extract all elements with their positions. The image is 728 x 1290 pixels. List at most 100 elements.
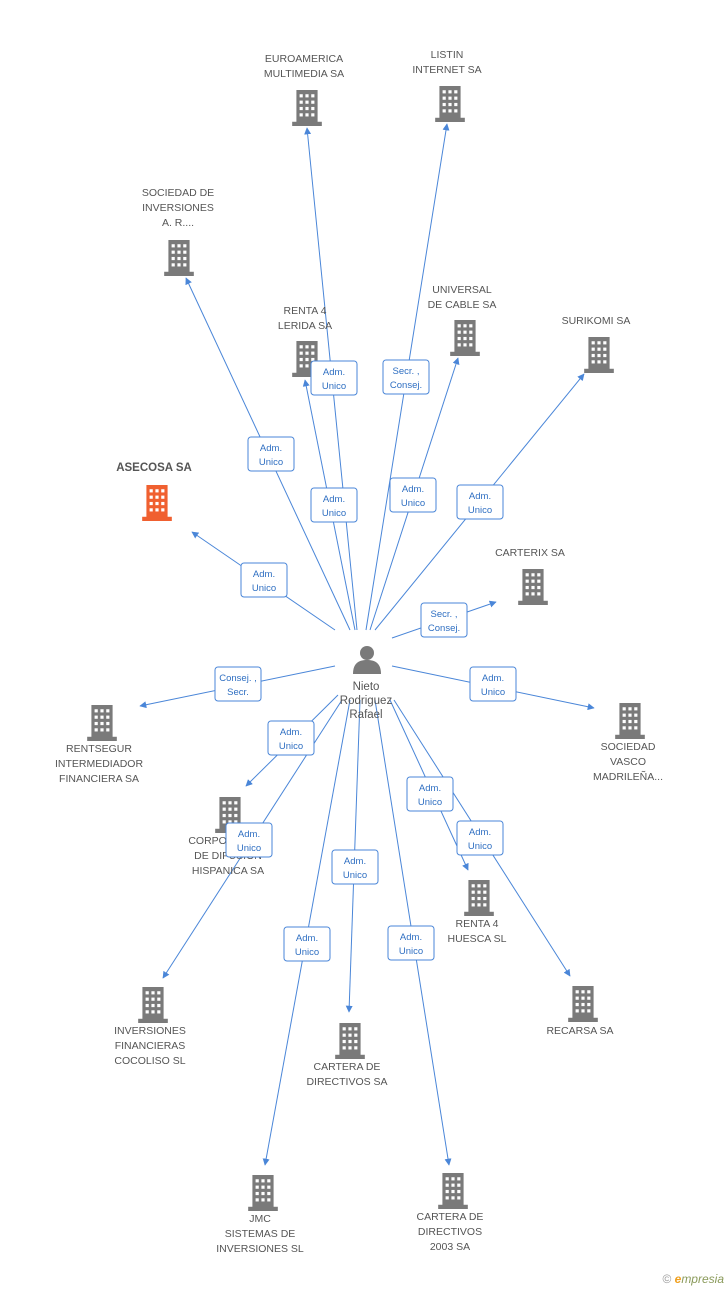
role-badge-corporacion: Adm. Unico: [267, 720, 315, 756]
role-box: [406, 776, 454, 812]
company-label-line: INVERSIONES SL: [216, 1243, 304, 1255]
role-text: Adm.: [482, 673, 504, 684]
role-text: Adm.: [260, 443, 282, 454]
building-icon: [450, 320, 480, 356]
role-box: [387, 925, 435, 961]
company-node-carterix[interactable]: CARTERIX SA: [495, 547, 565, 605]
role-text: Adm.: [400, 932, 422, 943]
company-label-line: RENTA 4: [456, 918, 499, 930]
company-node-asecosa[interactable]: ASECOSA SA: [116, 462, 192, 521]
role-badge-asecosa: Adm. Unico: [240, 562, 288, 598]
company-label-line: CARTERA DE: [417, 1211, 484, 1223]
role-badge-universal-cable: Adm. Unico: [389, 477, 437, 513]
building-icon: [584, 337, 614, 373]
company-label-line: HUESCA SL: [448, 933, 507, 945]
role-box: [247, 436, 295, 472]
company-node-recarsa[interactable]: RECARSA SA: [546, 986, 614, 1037]
company-label-line: COCOLISO SL: [114, 1055, 185, 1067]
role-text: Secr. ,: [393, 366, 420, 377]
company-label-line: HISPANICA SA: [192, 865, 264, 877]
company-label-line: DIRECTIVOS: [418, 1226, 482, 1238]
role-text: Adm.: [402, 484, 424, 495]
building-icon: [335, 1023, 365, 1059]
building-icon: [248, 1175, 278, 1211]
company-label-line: SURIKOMI SA: [562, 315, 631, 327]
role-text: Unico: [295, 947, 319, 958]
role-text: Consej.: [428, 623, 460, 634]
role-badge-sociedad-inversiones: Adm.Unico: [247, 436, 295, 472]
role-box: [456, 484, 504, 520]
building-icon: [518, 569, 548, 605]
company-label-line: DE CABLE SA: [428, 299, 497, 311]
company-label-line: INVERSIONES: [142, 202, 214, 214]
company-label-line: CARTERA DE: [314, 1061, 381, 1073]
company-label-line: FINANCIERAS: [115, 1040, 186, 1052]
role-badge-recarsa: Adm.Unico: [456, 820, 504, 856]
company-label-line: RENTSEGUR: [66, 743, 132, 755]
role-text: Unico: [401, 498, 425, 509]
building-icon: [464, 880, 494, 916]
building-icon: [138, 987, 168, 1023]
building-icon: [435, 86, 465, 122]
role-text: Adm.: [280, 727, 302, 738]
role-badge-renta4-lerida: Adm.Unico: [310, 487, 358, 523]
role-text: Unico: [481, 687, 505, 698]
company-label-line: ASECOSA SA: [116, 462, 192, 474]
company-node-listin[interactable]: LISTIN INTERNET SA: [412, 49, 482, 122]
role-badge-jmc: Adm. Unico: [283, 926, 331, 962]
role-box: [310, 360, 358, 396]
role-text: Adm.: [238, 829, 260, 840]
company-label-line: INVERSIONES: [114, 1025, 186, 1037]
role-text: Adm.: [253, 569, 275, 580]
company-node-sociedad-vasco[interactable]: SOCIEDAD VASCO MADRILEÑA...: [593, 703, 663, 783]
company-node-renta4-huesca[interactable]: RENTA 4 HUESCA SL: [448, 880, 507, 945]
building-icon: [164, 240, 194, 276]
role-text: Adm.: [296, 933, 318, 944]
role-text: Adm.: [419, 783, 441, 794]
role-text: Unico: [418, 797, 442, 808]
role-text: Unico: [279, 741, 303, 752]
company-label-line: INTERNET SA: [412, 64, 481, 76]
role-badge-cartera-2003: Adm. Unico: [387, 925, 435, 961]
company-label-line: EUROAMERICA: [265, 53, 343, 65]
person-name-line: Rodriguez: [340, 695, 393, 707]
role-box: [240, 562, 288, 598]
company-label-line: MADRILEÑA...: [593, 770, 663, 783]
building-icon: [142, 485, 172, 521]
role-text: Consej. ,: [219, 673, 257, 684]
role-box: [382, 359, 430, 395]
role-badge-sociedad-vasco: Adm. Unico: [469, 666, 517, 702]
role-text: Unico: [468, 841, 492, 852]
role-badge-inversiones-cocoliso: Adm. Unico: [225, 822, 273, 858]
company-label-line: VASCO: [610, 756, 646, 768]
role-badge-surikomi: Adm.Unico: [456, 484, 504, 520]
role-text: Unico: [468, 505, 492, 516]
company-label-line: LISTIN: [431, 49, 464, 61]
company-label-line: SISTEMAS DE: [225, 1228, 296, 1240]
role-badge-rentsegur: Consej. ,Secr.: [214, 666, 262, 702]
company-label-line: RECARSA SA: [546, 1025, 613, 1037]
role-text: Unico: [322, 381, 346, 392]
role-text: Unico: [252, 583, 276, 594]
role-text: Adm.: [323, 367, 345, 378]
company-label-line: CARTERIX SA: [495, 547, 565, 559]
role-box: [469, 666, 517, 702]
company-node-inversiones-cocoliso[interactable]: INVERSIONES FINANCIERAS COCOLISO SL: [114, 987, 186, 1067]
role-badge-renta4-huesca: Adm. Unico: [406, 776, 454, 812]
role-text: Unico: [399, 946, 423, 957]
company-label-line: SOCIEDAD: [601, 741, 656, 753]
role-box: [389, 477, 437, 513]
role-text: Unico: [237, 843, 261, 854]
company-node-surikomi[interactable]: SURIKOMI SA: [562, 315, 631, 373]
